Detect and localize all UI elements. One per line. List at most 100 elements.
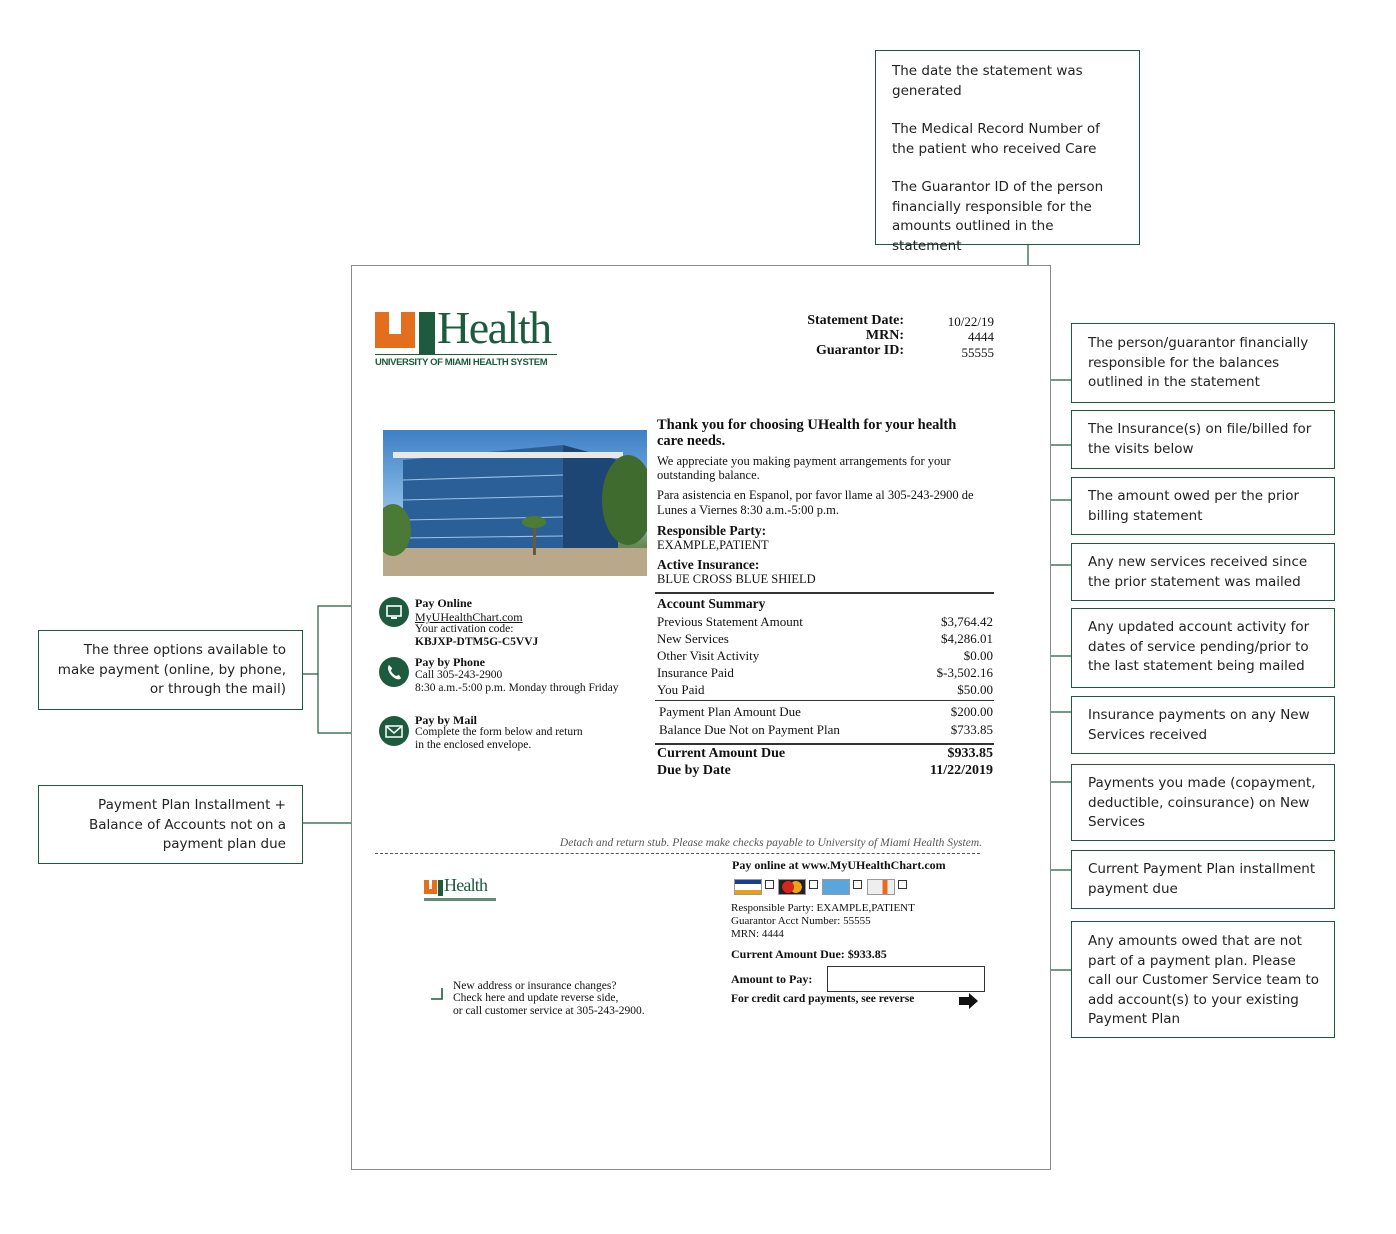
- callout-guarantor-text: The Guarantor ID of the person financial…: [892, 179, 1104, 254]
- callout-other-activity-text: Any updated account activity for dates o…: [1088, 619, 1310, 674]
- statement-page: Health UNIVERSITY OF MIAMI HEALTH SYSTEM…: [351, 265, 1051, 1170]
- callout-other-activity: Any updated account activity for dates o…: [1071, 608, 1335, 688]
- spanish-assistance: Para asistencia en Espanol, por favor ll…: [657, 488, 974, 517]
- callout-mrn-text: The Medical Record Number of the patient…: [892, 121, 1100, 157]
- thanks-heading: Thank you for choosing UHealth for your …: [657, 417, 957, 449]
- stub-pay-online: Pay online at www.MyUHealthChart.com: [732, 858, 946, 872]
- responsible-party-value: EXAMPLE,PATIENT: [657, 538, 769, 552]
- callout-insurance-payments-text: Insurance payments on any New Services r…: [1088, 707, 1310, 743]
- summary-row-value: $50.00: [957, 682, 993, 697]
- guarantor-label: Guarantor ID:: [815, 343, 904, 358]
- callout-plan-installment-text: Current Payment Plan installment payment…: [1088, 861, 1316, 897]
- summary-bottom-rule: [655, 743, 994, 745]
- visa-checkbox[interactable]: [765, 880, 774, 889]
- mrn-label: MRN:: [865, 328, 904, 343]
- callout-prior-balance: The amount owed per the prior billing st…: [1071, 477, 1335, 535]
- monitor-icon: [379, 597, 409, 627]
- mrn-value: 4444: [968, 329, 994, 344]
- activation-code-label: Your activation code:: [415, 623, 514, 635]
- statement-date-label: Statement Date:: [807, 313, 904, 328]
- arrow-right-icon: [959, 993, 978, 1009]
- summary-mid-rule: [655, 700, 994, 701]
- current-amount-value: $933.85: [947, 746, 994, 761]
- stub-u-mark-icon: [424, 880, 443, 896]
- thanks-body: We appreciate you making payment arrange…: [657, 454, 951, 482]
- summary-row-label: Previous Statement Amount: [657, 614, 803, 629]
- pay-mail-title: Pay by Mail: [415, 713, 477, 727]
- pay-phone-title: Pay by Phone: [415, 655, 486, 669]
- building-photo: [383, 430, 647, 576]
- envelope-icon: [379, 716, 409, 746]
- amex-card-icon: [822, 879, 850, 895]
- callout-responsible-text: The person/guarantor financially respons…: [1088, 335, 1309, 390]
- plan-row-label: Balance Due Not on Payment Plan: [659, 722, 840, 737]
- plan-row-value: $200.00: [950, 704, 993, 719]
- pay-mail-line2: in the enclosed envelope.: [415, 739, 532, 751]
- visa-card-icon: [734, 879, 762, 895]
- callout-you-paid-text: Payments you made (copayment, deductible…: [1088, 775, 1316, 830]
- detach-instructions: Detach and return stub. Please make chec…: [559, 837, 982, 849]
- callout-plan-total: Payment Plan Installment + Balance of Ac…: [38, 785, 303, 864]
- callout-new-services-text: Any new services received since the prio…: [1088, 554, 1308, 590]
- callout-insurance-text: The Insurance(s) on file/billed for the …: [1088, 421, 1312, 457]
- summary-row-value: $-3,502.16: [936, 665, 993, 680]
- uhealth-logo: Health UNIVERSITY OF MIAMI HEALTH SYSTEM: [375, 302, 560, 371]
- summary-row-label: Other Visit Activity: [657, 648, 760, 663]
- callout-statement-info: The date the statement was generated The…: [875, 50, 1140, 254]
- active-insurance-value: BLUE CROSS BLUE SHIELD: [657, 572, 816, 586]
- summary-row-label: Insurance Paid: [657, 665, 734, 680]
- pay-mail-line1: Complete the form below and return: [415, 726, 583, 738]
- stub-logo-brand: Health: [444, 875, 488, 895]
- callout-not-on-plan: Any amounts owed that are not part of a …: [1071, 921, 1335, 1038]
- callout-payment-options: The three options available to make paym…: [38, 630, 303, 710]
- callout-responsible-party: The person/guarantor financially respons…: [1071, 323, 1335, 403]
- account-summary-title: Account Summary: [657, 596, 766, 611]
- callout-insurance-payments: Insurance payments on any New Services r…: [1071, 696, 1335, 754]
- summary-top-rule: [655, 592, 994, 594]
- due-date-label: Due by Date: [657, 763, 731, 778]
- stub-mrn: MRN: 4444: [731, 928, 784, 940]
- logo-subtitle: UNIVERSITY OF MIAMI HEALTH SYSTEM: [375, 357, 548, 368]
- pay-phone-number: Call 305-243-2900: [415, 669, 503, 681]
- address-change-line3: or call customer service at 305-243-2900…: [453, 1005, 645, 1017]
- amex-checkbox[interactable]: [853, 880, 862, 889]
- callout-not-on-plan-text: Any amounts owed that are not part of a …: [1088, 933, 1320, 1027]
- phone-icon: [379, 657, 409, 687]
- callout-insurance: The Insurance(s) on file/billed for the …: [1071, 410, 1335, 469]
- activation-code: KBJXP-DTM5G-C5VVJ: [415, 636, 539, 648]
- summary-row-value: $3,764.42: [941, 614, 993, 629]
- discover-checkbox[interactable]: [898, 880, 907, 889]
- stub-amount-label: Amount to Pay:: [731, 972, 813, 986]
- summary-row-value: $0.00: [963, 648, 993, 663]
- responsible-party-label: Responsible Party:: [657, 523, 767, 538]
- summary-row-label: You Paid: [657, 682, 705, 697]
- mastercard-checkbox[interactable]: [809, 880, 818, 889]
- callout-new-services: Any new services received since the prio…: [1071, 543, 1335, 601]
- statement-date-value: 10/22/19: [947, 314, 994, 329]
- address-change-line2: Check here and update reverse side,: [453, 992, 619, 1004]
- plan-row-value: $733.85: [950, 722, 993, 737]
- callout-you-paid: Payments you made (copayment, deductible…: [1071, 764, 1335, 841]
- pay-phone-hours: 8:30 a.m.-5:00 p.m. Monday through Frida…: [415, 682, 619, 694]
- address-checkbox[interactable]: [430, 987, 444, 1001]
- logo-brand-text: Health: [437, 302, 552, 353]
- current-amount-label: Current Amount Due: [657, 746, 786, 761]
- due-date-value: 11/22/2019: [929, 763, 993, 778]
- amount-to-pay-input[interactable]: [827, 966, 985, 992]
- active-insurance-label: Active Insurance:: [657, 557, 760, 572]
- discover-card-icon: [867, 879, 895, 895]
- summary-row-value: $4,286.01: [941, 631, 993, 646]
- stub-responsible: Responsible Party: EXAMPLE,PATIENT: [731, 902, 915, 914]
- stub-guarantor: Guarantor Acct Number: 55555: [731, 915, 871, 927]
- callout-prior-text: The amount owed per the prior billing st…: [1088, 488, 1300, 524]
- address-change-line1: New address or insurance changes?: [453, 980, 617, 992]
- stub-credit-note: For credit card payments, see reverse: [731, 993, 915, 1005]
- summary-row-label: New Services: [657, 631, 729, 646]
- pay-online-link[interactable]: MyUHealthChart.com: [415, 610, 523, 624]
- callout-payment-options-text: The three options available to make paym…: [57, 642, 286, 697]
- u-mark-icon: [375, 312, 435, 354]
- stub-logo: Health: [424, 875, 498, 904]
- callout-plan-installment: Current Payment Plan installment payment…: [1071, 850, 1335, 909]
- detach-dashed-line: [375, 853, 980, 854]
- callout-date-text: The date the statement was generated: [892, 63, 1083, 99]
